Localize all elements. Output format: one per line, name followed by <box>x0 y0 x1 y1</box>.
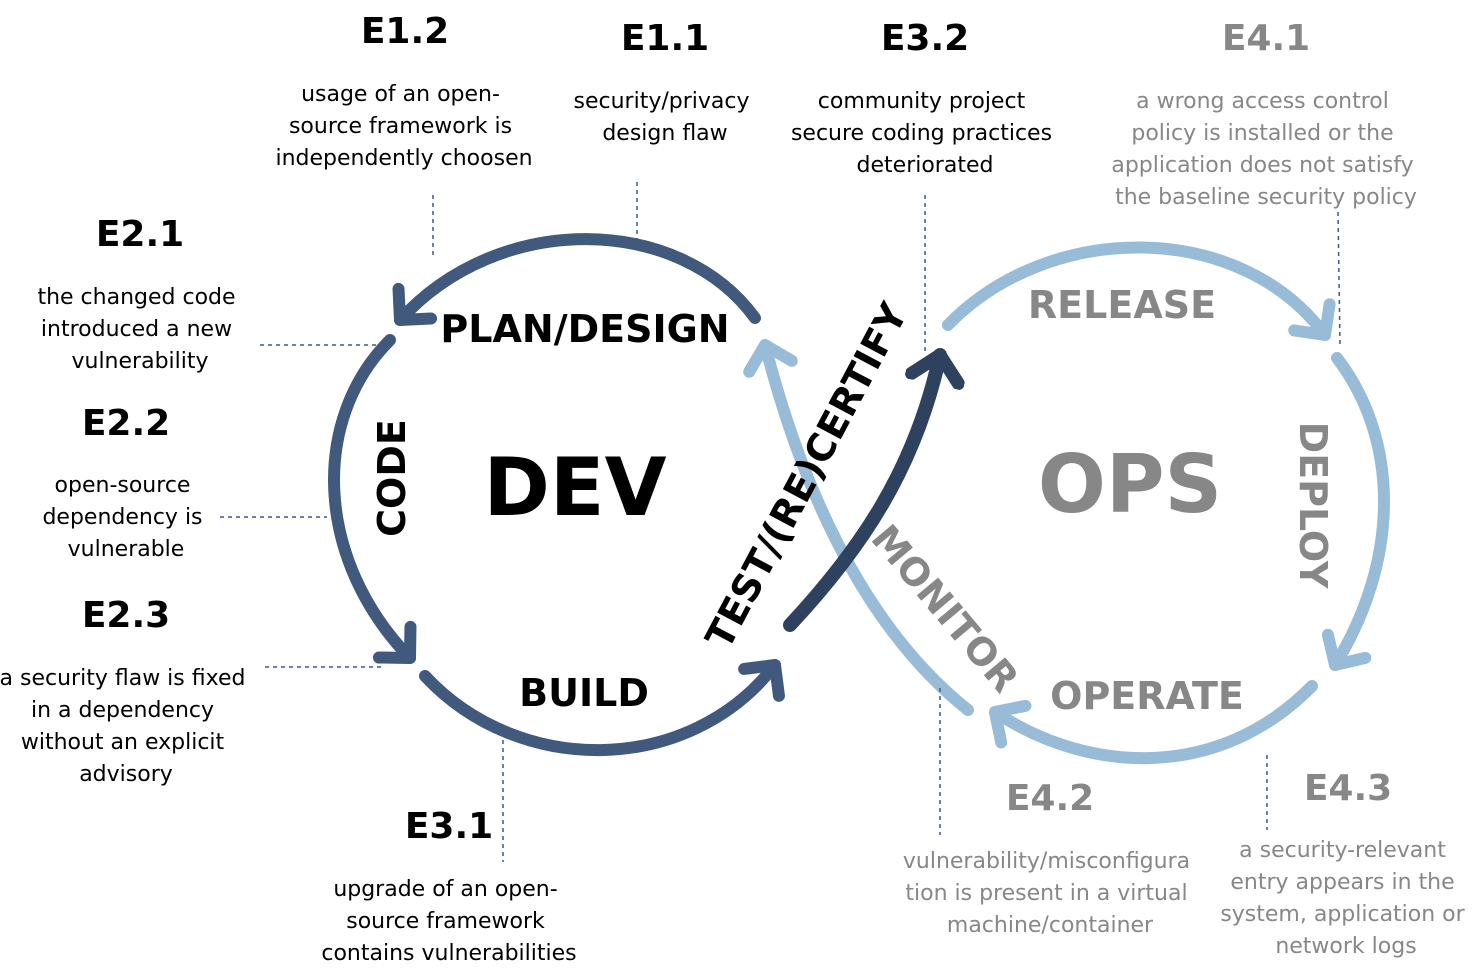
event-e4-2-id: E4.2 <box>1006 778 1094 819</box>
ops-arc-release-to-deploy <box>942 241 1336 341</box>
event-e1-1-desc: security/privacy design flaw <box>574 89 757 146</box>
event-e3-1-id: E3.1 <box>405 806 493 847</box>
stage-operate: OPERATE <box>1050 674 1244 718</box>
event-e2-2-id: E2.2 <box>82 403 170 444</box>
ops-arc-operate-to-monitor <box>989 680 1318 765</box>
event-e4-1-id: E4.1 <box>1222 18 1310 59</box>
event-e1-2-id: E1.2 <box>361 11 449 52</box>
ops-arc-monitor-to-plan <box>743 339 974 716</box>
event-e2-1-desc: the changed code introduced a new vulner… <box>37 285 242 374</box>
ops-title: OPS <box>1038 438 1222 531</box>
event-e4-3-desc: a security-relevant entry appears in the… <box>1220 838 1471 959</box>
stage-release: RELEASE <box>1028 283 1216 327</box>
event-e2-3-id: E2.3 <box>82 595 170 636</box>
event-e4-2-desc: vulnerability/misconfigura tion is prese… <box>903 849 1197 938</box>
event-e1-2-desc: usage of an open- source framework is in… <box>275 82 532 171</box>
stage-plan-design: PLAN/DESIGN <box>440 307 729 351</box>
dev-arc-build-to-test <box>419 659 785 756</box>
stage-code: CODE <box>370 419 414 537</box>
dev-title: DEV <box>484 441 667 534</box>
event-e3-2-desc: community project secure coding practice… <box>791 89 1059 178</box>
event-e4-3-id: E4.3 <box>1304 768 1392 809</box>
dev-arc-code-to-build <box>328 334 417 664</box>
dev-arc-plan-to-code <box>392 233 761 326</box>
event-e2-3-desc: a security flaw is fixed in a dependency… <box>0 666 252 787</box>
event-e2-2-desc: open-source dependency is vulnerable <box>42 473 209 562</box>
event-e1-1-id: E1.1 <box>621 18 709 59</box>
event-e3-1-desc: upgrade of an open- source framework con… <box>321 877 576 966</box>
stage-monitor: MONITOR <box>863 517 1028 701</box>
stage-build: BUILD <box>519 671 649 715</box>
ops-arc-deploy-to-operate <box>1321 352 1390 671</box>
leader-e4-1 <box>1337 211 1341 346</box>
test-arrow <box>783 348 940 632</box>
event-e4-1-desc: a wrong access control policy is install… <box>1111 89 1420 210</box>
event-e2-1-id: E2.1 <box>96 214 184 255</box>
stage-deploy: DEPLOY <box>1291 422 1335 589</box>
event-e3-2-id: E3.2 <box>881 18 969 59</box>
